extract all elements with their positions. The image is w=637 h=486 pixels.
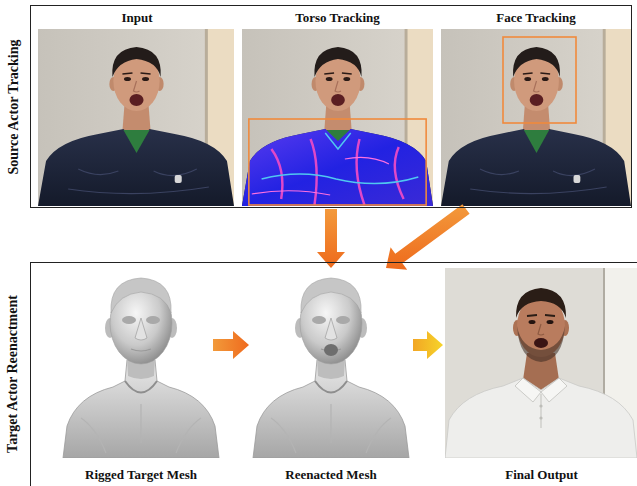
torso-photo bbox=[242, 29, 433, 206]
flow-arrow bbox=[386, 204, 470, 270]
open-mouth bbox=[324, 344, 338, 356]
reenacted-mesh bbox=[253, 278, 409, 458]
caption-run: Input bbox=[121, 10, 152, 25]
image-panel: Face Tracking bbox=[441, 8, 631, 208]
flow-arrow bbox=[317, 209, 345, 268]
caption-run: Reenacted Mesh bbox=[285, 467, 376, 482]
image-panel: Torso Tracking bbox=[242, 8, 433, 208]
panel-label: Source Actor Tracking bbox=[5, 6, 27, 207]
image-caption: Rigged Target Mesh bbox=[71, 466, 211, 484]
rigged-mesh bbox=[63, 278, 219, 458]
final-photo bbox=[445, 268, 637, 458]
image-caption: Reenacted Mesh bbox=[251, 466, 411, 484]
torso-overlay bbox=[242, 119, 433, 206]
image-caption: Torso Tracking bbox=[242, 9, 433, 27]
image-caption: Input bbox=[38, 9, 236, 27]
image-caption: Final Output bbox=[445, 466, 637, 484]
caption-run: Torso Tracking bbox=[295, 10, 380, 25]
caption-run: Final Output bbox=[505, 467, 578, 482]
reenactment-panel: Target Actor ReenactmentRigged Target Me… bbox=[30, 262, 637, 486]
panel-label: Target Actor Reenactment bbox=[5, 263, 27, 485]
caption-run: Face Tracking bbox=[496, 10, 575, 25]
face-photo bbox=[441, 29, 631, 206]
face-box bbox=[503, 37, 576, 123]
flow-arrow bbox=[213, 331, 249, 359]
caption-run: Rigged Target Mesh bbox=[85, 467, 197, 482]
flow-arrow bbox=[413, 331, 443, 359]
image-panel: Final Output bbox=[445, 268, 637, 485]
mesh-panel: Reenacted Mesh bbox=[251, 268, 411, 485]
mesh-panel: Rigged Target Mesh bbox=[71, 268, 211, 485]
image-panel: Input bbox=[38, 8, 236, 208]
image-caption: Face Tracking bbox=[441, 9, 631, 27]
input-photo bbox=[38, 29, 234, 206]
tracking-panel: Source Actor TrackingInputTorso Tracking… bbox=[30, 5, 632, 208]
